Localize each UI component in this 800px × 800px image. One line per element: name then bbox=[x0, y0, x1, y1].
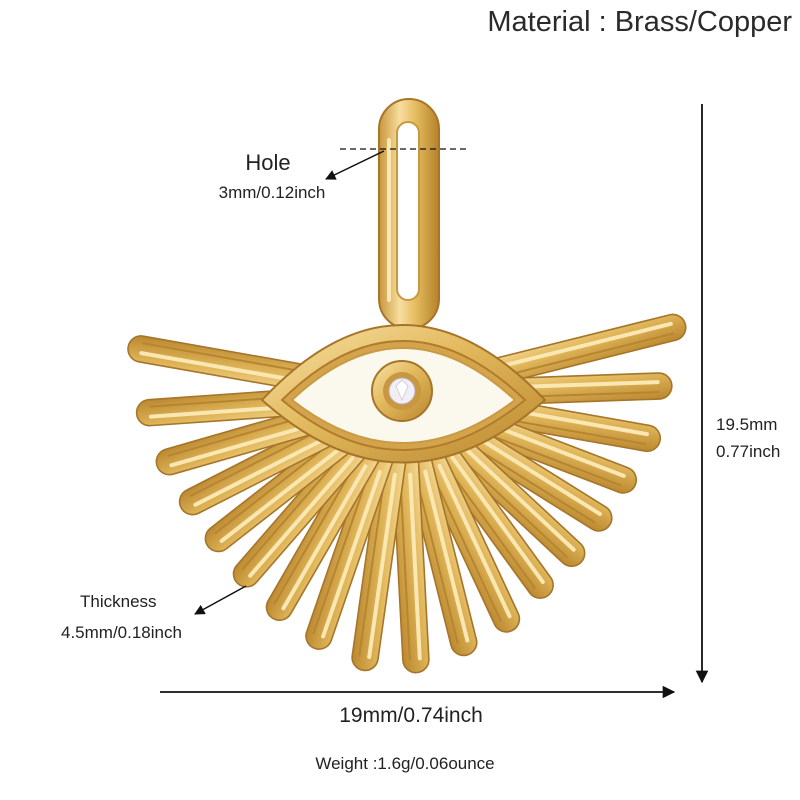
material-label: Material : Brass/Copper bbox=[487, 6, 792, 38]
pendant-illustration bbox=[127, 98, 687, 674]
hole-label: Hole bbox=[245, 150, 291, 175]
ray bbox=[351, 394, 414, 672]
thickness-size-label: 4.5mm/0.18inch bbox=[61, 623, 182, 642]
height-inch-label: 0.77inch bbox=[716, 442, 781, 461]
evil-eye bbox=[260, 324, 547, 464]
annotations bbox=[160, 104, 709, 699]
hole-size-label: 3mm/0.12inch bbox=[218, 183, 326, 202]
width-label: 19mm/0.74inch bbox=[339, 704, 483, 727]
arrow-down-left-icon bbox=[325, 150, 385, 180]
height-mm-label: 19.5mm bbox=[716, 415, 778, 434]
bail-loop bbox=[378, 98, 440, 330]
arrow-down-left-icon bbox=[194, 585, 247, 615]
thickness-label: Thickness bbox=[80, 592, 157, 611]
weight-label: Weight :1.6g/0.06ounce bbox=[315, 754, 495, 773]
